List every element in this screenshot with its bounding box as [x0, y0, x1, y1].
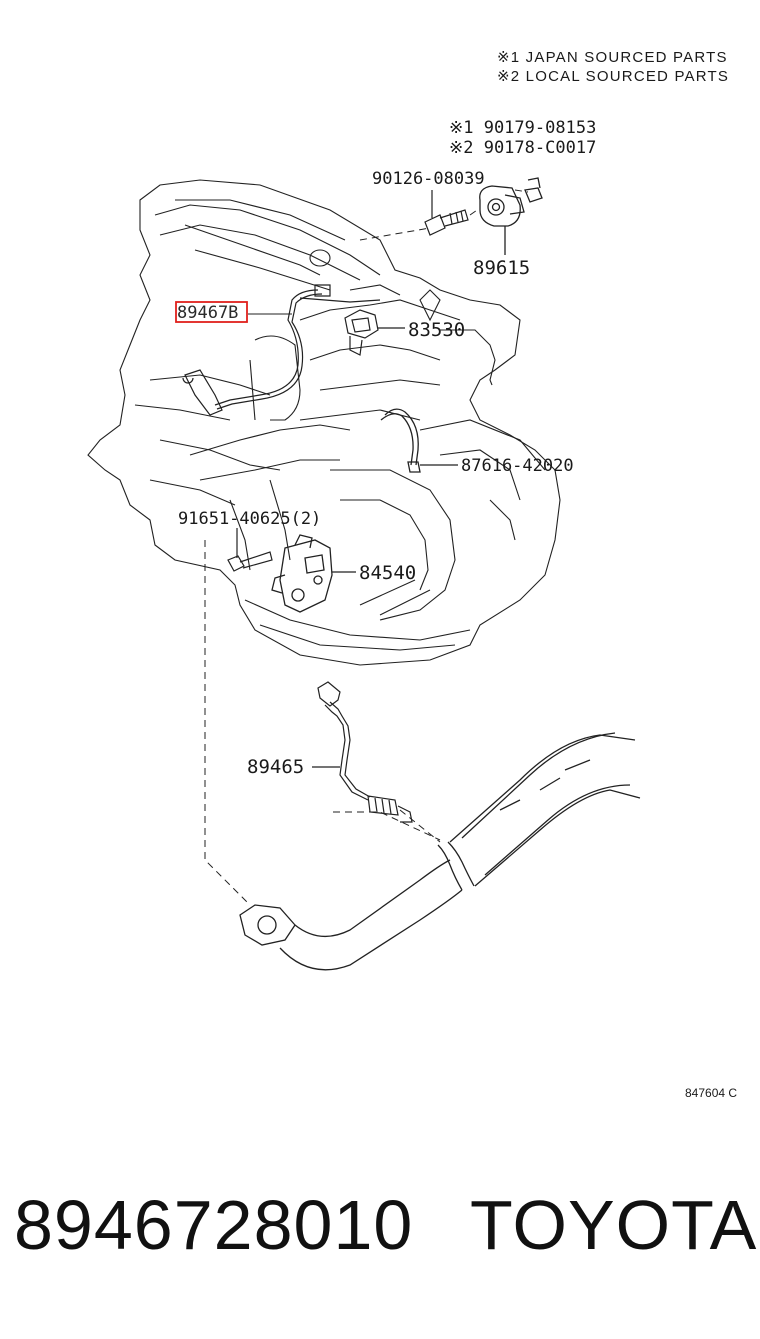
- engine-outline: [87, 179, 561, 666]
- footer-part-number: 8946728010: [14, 1186, 414, 1264]
- label-87616-42020: 87616-42020: [461, 456, 574, 476]
- sensor-83530: [299, 297, 405, 356]
- downstream-sensor-89465: [312, 681, 413, 823]
- highlight-box-89467B: [175, 301, 248, 323]
- label-90179-08153: ※1 90179-08153: [449, 118, 596, 138]
- label-84540: 84540: [359, 562, 416, 584]
- label-90126-08039: 90126-08039: [372, 169, 485, 189]
- label-90178-C0017: ※2 90178-C0017: [449, 138, 596, 158]
- label-83530: 83530: [408, 319, 465, 341]
- dashed-guides: [204, 189, 529, 906]
- footer-caption: 8946728010 TOYOTA: [0, 1185, 760, 1275]
- label-91651-40625: 91651-40625(2): [178, 509, 321, 529]
- upstream-sensor-wire: [182, 284, 331, 416]
- exhaust-pipe: [239, 732, 641, 971]
- label-89467B: 89467B: [177, 303, 238, 323]
- switch-84540: [271, 534, 356, 613]
- diagram-id: 847604 C: [685, 1086, 737, 1100]
- bolt-91651: [227, 528, 273, 572]
- label-89465: 89465: [247, 756, 304, 778]
- knock-sensor-89615: [479, 177, 543, 255]
- clamp-87616-42020: [380, 408, 458, 473]
- footer-brand: TOYOTA: [470, 1186, 758, 1264]
- note-japan-sourced: ※1 JAPAN SOURCED PARTS: [497, 49, 728, 66]
- bolt-90126-08039: [424, 190, 469, 236]
- label-89615: 89615: [473, 257, 530, 279]
- note-local-sourced: ※2 LOCAL SOURCED PARTS: [497, 68, 729, 85]
